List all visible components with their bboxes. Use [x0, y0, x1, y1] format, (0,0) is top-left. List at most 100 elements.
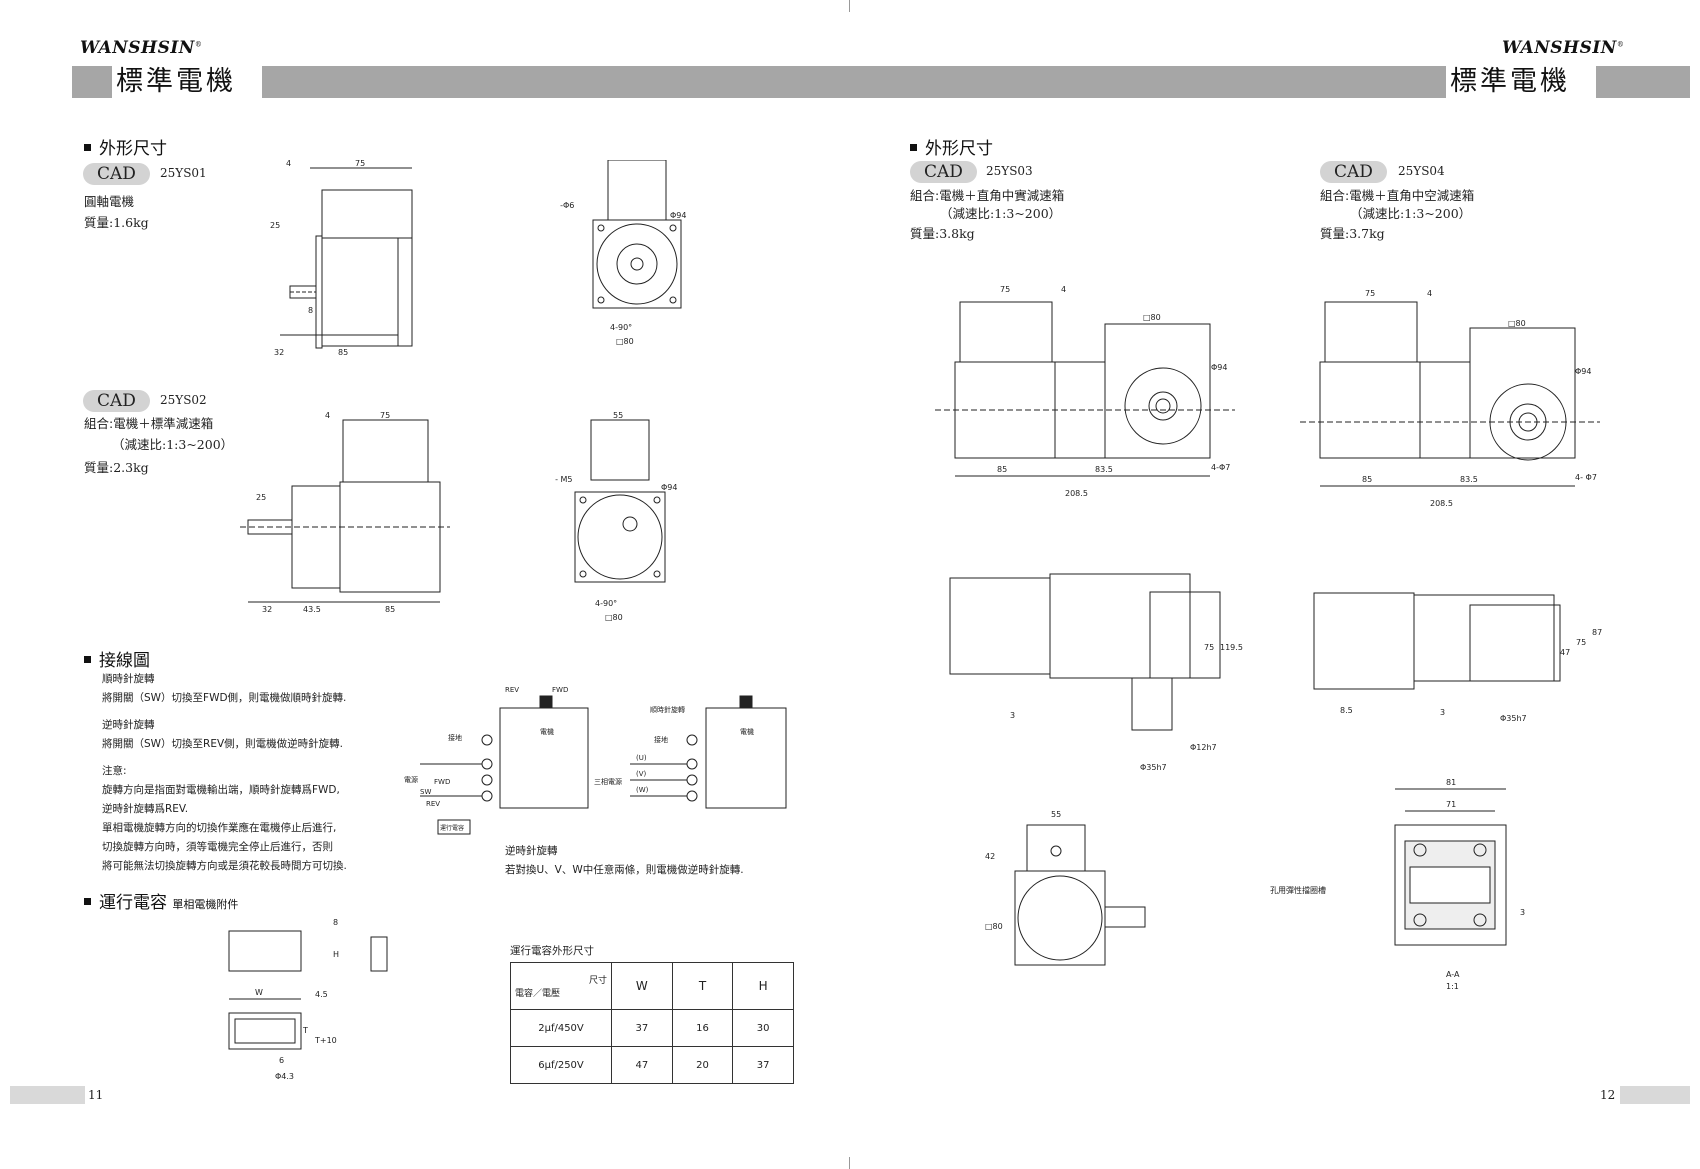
cap-6-label: 6	[279, 1056, 284, 1065]
ys03-top-drawing: 75 4 □80 Φ94 4-Φ7 85 83.5 208.5	[935, 285, 1235, 498]
note-line: 逆時針旋轉爲REV.	[102, 803, 189, 815]
svg-text:119.5: 119.5	[1220, 643, 1243, 652]
svg-text:4: 4	[1061, 285, 1066, 294]
svg-text:□80: □80	[616, 337, 634, 346]
fold-mark-bottom	[849, 1157, 850, 1169]
model-weight-ys02: 質量:2.3kg	[84, 460, 149, 475]
svg-text:4-90°: 4-90°	[610, 323, 632, 332]
svg-text:4- M5: 4- M5	[555, 475, 573, 484]
svg-text:55: 55	[1051, 810, 1061, 819]
note-line: 旋轉方向是指面對電機輸出端，順時針旋轉爲FWD,	[102, 784, 340, 796]
svg-text:4-Φ6: 4-Φ6	[560, 201, 574, 210]
header-band-right-b	[1596, 66, 1690, 98]
svg-text:□80: □80	[985, 922, 1003, 931]
model-weight-ys04: 質量:3.7kg	[1320, 226, 1385, 241]
section-capacitor: 運行電容 單相電機附件	[84, 888, 238, 913]
section-dimensions-left: 外形尺寸	[84, 134, 167, 159]
note-line: 將可能無法切換旋轉方向或是須花較長時間方可切換.	[102, 860, 347, 872]
corner-bottom: 電容／電壓	[515, 989, 561, 999]
note-line: 切換旋轉方向時，須等電機完全停止后進行，否則	[102, 841, 333, 853]
model-code-ys04: 25YS04	[1398, 164, 1445, 178]
svg-text:4: 4	[286, 160, 291, 168]
cap-table-corner: 尺寸 電容／電壓	[510, 962, 612, 1010]
model-ratio-ys03: （減速比:1:3~200）	[940, 206, 1062, 221]
header-title-left: 標準電機	[112, 66, 240, 98]
terminal-box	[342, 419, 429, 483]
three-phase-ccw-desc: 若對換U、V、W中任意兩條，則電機做逆時針旋轉.	[505, 864, 744, 876]
motor-label: 電機	[740, 727, 754, 736]
svg-text:4: 4	[325, 411, 330, 420]
svg-text:Φ35h7: Φ35h7	[1140, 763, 1167, 772]
brand-reg: ®	[1616, 40, 1625, 49]
ys04-top-drawing: 75 4 □80 Φ94 4- Φ7 85 83.5 208.5	[1300, 290, 1600, 508]
svg-text:55: 55	[613, 411, 623, 420]
brand-reg: ®	[194, 40, 203, 49]
ground-label: 接地	[448, 733, 462, 742]
svg-text:85: 85	[385, 605, 395, 614]
cad-button-ys02[interactable]: CAD	[83, 390, 150, 412]
three-phase-ccw-text: 逆時針旋轉 若對換U、V、W中任意兩條，則電機做逆時針旋轉.	[505, 842, 744, 880]
table-row: 6μf/250V 47 20 37	[510, 1046, 794, 1084]
three-phase-ccw-title: 逆時針旋轉	[505, 845, 558, 857]
section-wiring: 接線圖	[84, 646, 150, 671]
model-code-ys02: 25YS02	[160, 393, 207, 407]
note-line: 單相電機旋轉方向的切換作業應在電機停止后進行,	[102, 822, 337, 834]
cad-button-ys01[interactable]: CAD	[83, 163, 150, 185]
cad-button-ys03[interactable]: CAD	[910, 161, 977, 183]
section-aa-label: A-A	[1446, 970, 1460, 979]
svg-text:4: 4	[1427, 290, 1432, 298]
svg-text:4-Φ7: 4-Φ7	[1211, 463, 1230, 472]
cap-t10-label: T+10	[314, 1036, 337, 1045]
svg-text:208.5: 208.5	[1065, 489, 1088, 498]
cell-t: 20	[671, 1046, 734, 1084]
row-label: 2μf/450V	[510, 1009, 612, 1047]
svg-text:□80: □80	[605, 613, 623, 622]
three-phase-label: 三相電源	[594, 777, 622, 786]
model-desc-ys01: 圓軸電機	[84, 194, 135, 209]
scale-label: 1:1	[1446, 982, 1459, 991]
svg-text:8.5: 8.5	[1340, 706, 1353, 715]
cw-diagram-label: 順時針旋轉	[650, 705, 685, 714]
cw-title: 順時針旋轉	[102, 673, 155, 685]
svg-text:□80: □80	[1508, 319, 1526, 328]
w-label: (W)	[636, 786, 649, 794]
cap-hole-label: Φ4.3	[275, 1072, 294, 1081]
model-code-ys03: 25YS03	[986, 164, 1033, 178]
svg-text:81: 81	[1446, 778, 1456, 787]
ys03-front-drawing: 55 42 □80	[985, 810, 1146, 966]
capacitor-note: 單相電機附件	[172, 898, 239, 911]
fold-mark-top	[849, 0, 850, 12]
header-band-right-a	[850, 66, 1446, 98]
svg-text:75: 75	[1000, 285, 1010, 294]
model-weight-ys03: 質量:3.8kg	[910, 226, 975, 241]
svg-text:208.5: 208.5	[1430, 499, 1453, 508]
page-number-right: 12	[1600, 1088, 1616, 1102]
corner-top: 尺寸	[588, 976, 607, 986]
brand-name: WANSHSIN	[80, 38, 195, 58]
ground-label: 接地	[654, 735, 668, 744]
terminal-box	[321, 189, 413, 239]
svg-text:71: 71	[1446, 800, 1456, 809]
svg-text:Φ12h7: Φ12h7	[1190, 743, 1217, 752]
svg-text:Φ94: Φ94	[670, 211, 686, 220]
cap-8-label: 8	[333, 918, 338, 927]
cad-button-ys04[interactable]: CAD	[1320, 161, 1387, 183]
svg-text:Φ94: Φ94	[661, 483, 677, 492]
three-phase-wiring-diagram: 順時針旋轉 電機 接地 三相電源 (U) (V) (W)	[594, 695, 787, 809]
ys01-side-drawing: 75 4 25 32 85 8	[270, 160, 413, 357]
wiring-text-block: 順時針旋轉 將開關（SW）切換至FWD側，則電機做順時針旋轉. 逆時針旋轉 將開…	[102, 670, 347, 876]
col-header-h: H	[732, 962, 794, 1010]
ys04-side-drawing: 8.5 3 Φ35h7 47 75 87	[1313, 592, 1602, 723]
svg-text:32: 32	[274, 348, 284, 357]
svg-text:25: 25	[270, 221, 280, 230]
page-tab-left	[10, 1086, 85, 1104]
ys04-section-drawing: 81 71 孔用彈性擋圈槽 3 A-A 1:1	[1270, 778, 1525, 991]
sw-label: SW	[420, 788, 431, 796]
switch-fwd-label: FWD	[434, 778, 450, 786]
model-desc-ys02: 組合:電機＋標準減速箱	[84, 416, 214, 431]
svg-text:Φ35h7: Φ35h7	[1500, 714, 1527, 723]
model-desc-ys03: 組合:電機＋直角中實減速箱	[910, 188, 1065, 203]
svg-text:8: 8	[308, 306, 313, 315]
col-header-t: T	[671, 962, 734, 1010]
